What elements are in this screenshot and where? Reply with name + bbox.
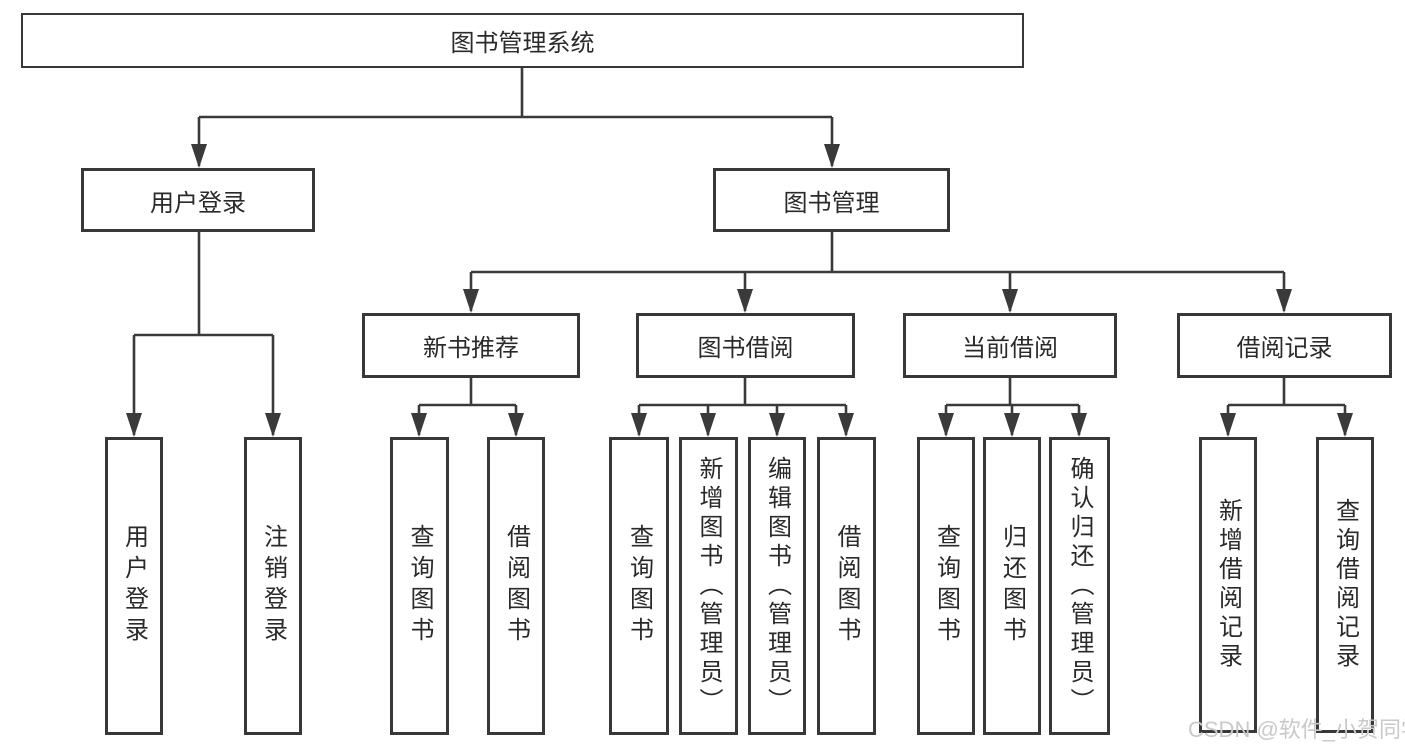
node-book-borrowing: 图书借阅 — [636, 313, 855, 378]
connector-root-to-level2 — [191, 68, 840, 168]
node-borrowing-records: 借阅记录 — [1177, 313, 1392, 378]
leaf-borrowing-add-books-admin: 新增图书（管理员） — [679, 437, 738, 735]
leaf-logout: 注销登录 — [244, 437, 302, 735]
connector-borrowing-records-to-leaves — [1220, 378, 1353, 437]
leaf-current-confirm-return-admin: 确认归还（管理员） — [1049, 437, 1110, 735]
node-new-book-recommend: 新书推荐 — [362, 313, 580, 378]
leaf-user-login: 用户登录 — [105, 437, 163, 735]
node-user-login: 用户登录 — [81, 168, 315, 232]
leaf-records-add-record: 新增借阅记录 — [1199, 437, 1257, 733]
connector-current-borrowing-to-leaves — [938, 378, 1087, 437]
connector-user-login-to-leaves — [126, 232, 281, 437]
leaf-recommend-borrow-books: 借阅图书 — [487, 437, 545, 735]
node-current-borrowing: 当前借阅 — [903, 313, 1117, 378]
leaf-borrowing-edit-books-admin: 编辑图书（管理员） — [748, 437, 806, 735]
leaf-current-return-books: 归还图书 — [983, 437, 1041, 735]
node-library-system: 图书管理系统 — [21, 13, 1024, 68]
leaf-records-query-record: 查询借阅记录 — [1316, 437, 1374, 733]
connector-new-book-recommend-to-leaves — [411, 378, 524, 437]
connector-book-borrowing-to-leaves — [631, 378, 854, 437]
connector-book-management-to-level3 — [463, 232, 1292, 313]
leaf-recommend-query-books: 查询图书 — [390, 437, 449, 735]
leaf-current-query-books: 查询图书 — [917, 437, 975, 735]
node-book-management: 图书管理 — [713, 168, 950, 232]
csdn-watermark: CSDN @软件_小贺同学 — [1188, 717, 1405, 742]
leaf-borrowing-borrow-books: 借阅图书 — [817, 437, 876, 735]
leaf-borrowing-query-books: 查询图书 — [609, 437, 669, 735]
